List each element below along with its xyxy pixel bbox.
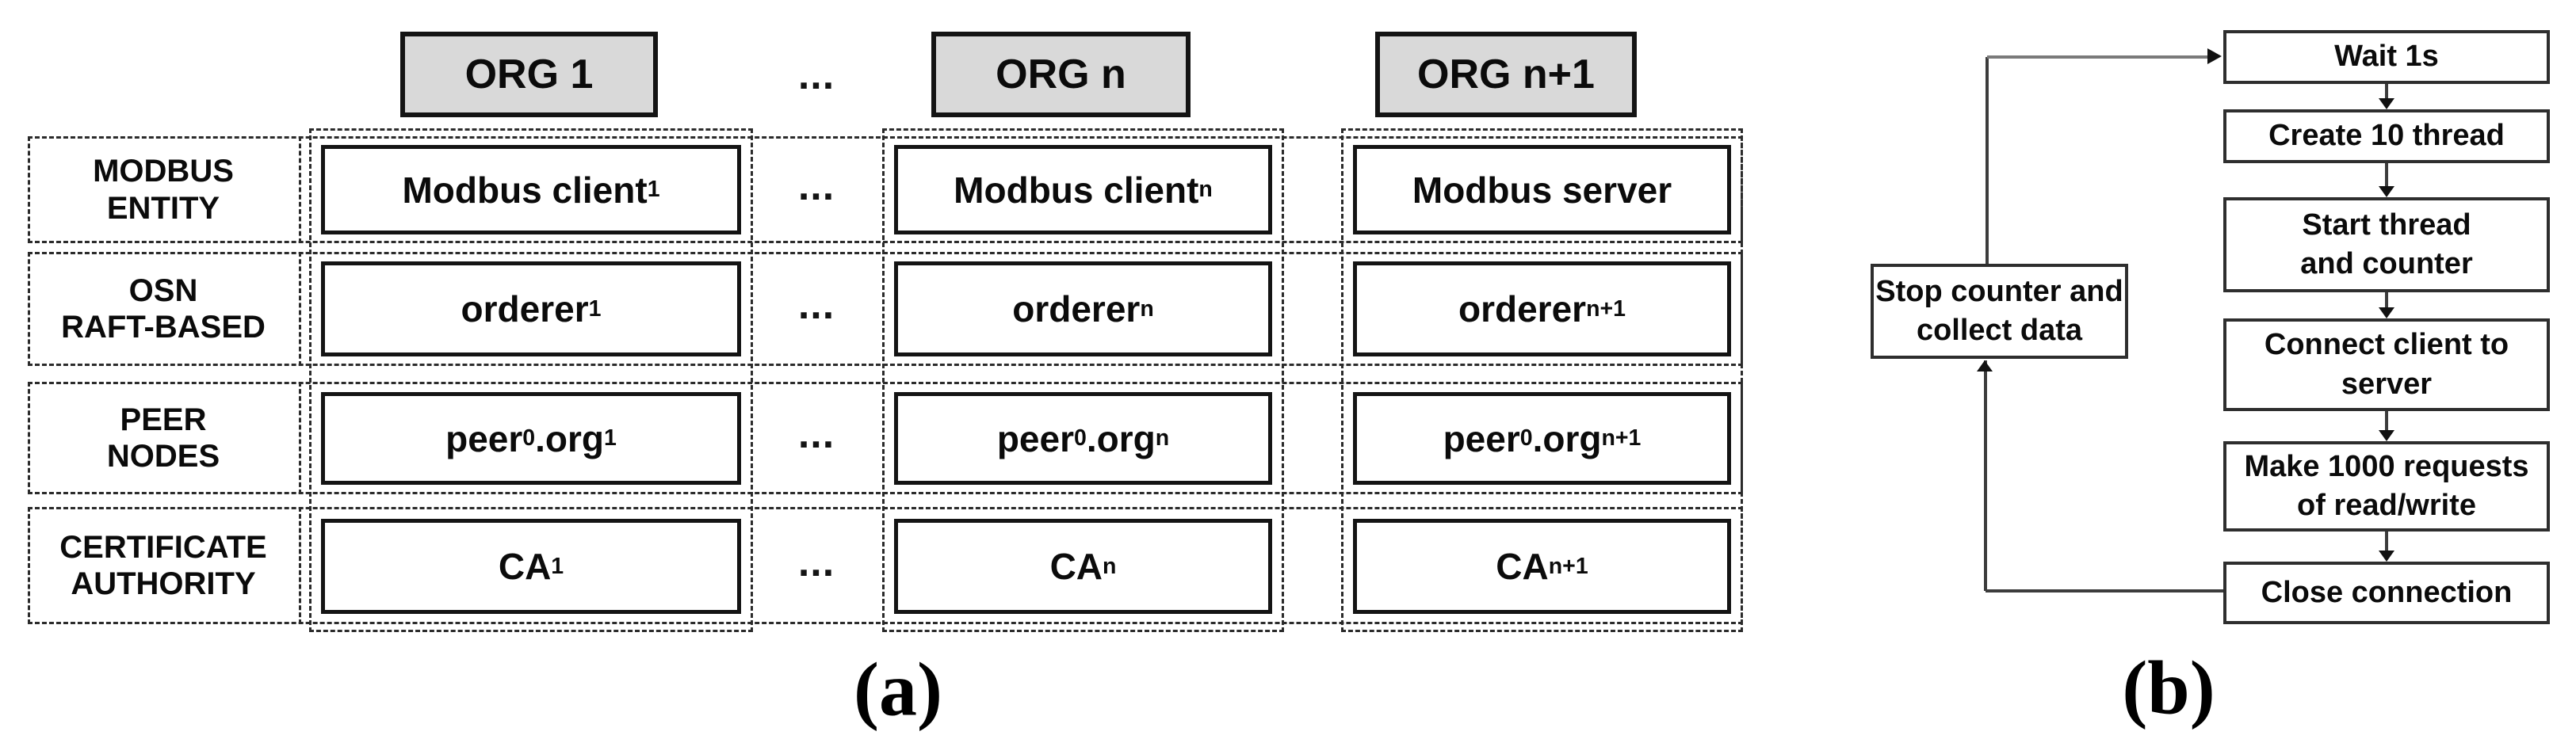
label-column-separator xyxy=(299,136,301,243)
subscript: 0 xyxy=(1074,425,1087,451)
cell-modbus-server: Modbus server xyxy=(1353,145,1731,234)
ellipsis-dots: ... xyxy=(797,411,835,458)
subscript: n+1 xyxy=(1586,295,1626,322)
subscript: n xyxy=(1198,177,1213,202)
cell-text: orderer xyxy=(1458,288,1587,330)
row-label-certificate-authority: CERTIFICATE AUTHORITY xyxy=(59,529,267,601)
cell-text: Modbus client xyxy=(402,169,648,211)
cell-text: .org xyxy=(535,417,605,459)
flow-connector-line xyxy=(2385,411,2388,432)
org-header-org-n: ORG n xyxy=(931,32,1191,117)
subscript: n+1 xyxy=(1548,553,1588,579)
row-label-peer-nodes: PEER NODES xyxy=(106,402,220,474)
flow-step-create-10-thread: Create 10 thread xyxy=(2223,109,2550,163)
arrow-down-icon xyxy=(2379,307,2394,318)
arrow-down-icon xyxy=(2379,430,2394,441)
dashed-column-org-3 xyxy=(1341,128,1743,632)
cell-text: CA xyxy=(1496,546,1549,587)
flow-connector-line xyxy=(2385,84,2388,100)
ellipsis-dots: ... xyxy=(797,52,835,99)
cell-text: peer xyxy=(445,417,523,459)
flow-connector-line xyxy=(2385,292,2388,309)
arrow-down-icon xyxy=(2379,98,2394,109)
flow-step-start-thread-and-counter: Start thread and counter xyxy=(2223,197,2550,292)
loop-left-upper-line xyxy=(1986,57,1989,264)
panel-a-caption: (a) xyxy=(854,646,942,732)
flow-connector-line xyxy=(2385,532,2388,552)
row-label-modbus-entity: MODBUS ENTITY xyxy=(93,154,234,226)
cell-text: peer xyxy=(996,417,1074,459)
dashed-column-org-1 xyxy=(309,128,753,632)
subscript: 0 xyxy=(1519,425,1533,451)
subscript: n xyxy=(1155,425,1170,451)
ellipsis-dots: ... xyxy=(797,163,835,210)
arrow-down-icon xyxy=(2379,551,2394,562)
ellipsis-dots: ... xyxy=(797,539,835,586)
org-header-org-1: ORG 1 xyxy=(400,32,658,117)
loop-top-line xyxy=(1987,55,2209,59)
cell-text: CA xyxy=(498,546,552,587)
arrow-right-icon xyxy=(2207,48,2222,64)
loop-left-lower-line xyxy=(1984,360,1987,591)
label-column-separator xyxy=(299,382,301,494)
subscript: n xyxy=(1103,553,1117,579)
panel-b-caption: (b) xyxy=(2122,645,2215,730)
cell-text: CA xyxy=(1049,546,1103,587)
subscript: 1 xyxy=(588,295,602,322)
subscript: 1 xyxy=(551,553,564,579)
cell-text: peer xyxy=(1443,417,1520,459)
label-column-separator xyxy=(299,507,301,624)
label-column-separator xyxy=(299,252,301,366)
flow-step-close-connection: Close connection xyxy=(2223,562,2550,624)
flow-loop-box: Stop counter and collect data xyxy=(1871,264,2128,359)
flow-connector-line xyxy=(2385,163,2388,188)
cell-text: Modbus server xyxy=(1412,169,1672,211)
flow-step-wait-1s: Wait 1s xyxy=(2223,30,2550,84)
subscript: 1 xyxy=(604,425,617,451)
cell-text: Modbus client xyxy=(954,169,1199,211)
row-label-osn-raft-based: OSN RAFT-BASED xyxy=(61,272,266,345)
loop-bottom-line xyxy=(1986,589,2223,592)
ellipsis-dots: ... xyxy=(797,282,835,329)
arrow-up-icon xyxy=(1977,360,1993,372)
subscript: n xyxy=(1140,295,1154,322)
subscript: n+1 xyxy=(1601,425,1642,451)
dashed-column-org-2 xyxy=(882,128,1284,632)
cell-text: orderer xyxy=(461,288,589,330)
flow-step-connect-client-to-server: Connect client to server xyxy=(2223,318,2550,411)
cell-text: .org xyxy=(1532,417,1602,459)
flow-step-make-1000-requests-of-read-write: Make 1000 requests of read/write xyxy=(2223,441,2550,532)
subscript: 1 xyxy=(647,177,660,202)
org-header-org-n-1: ORG n+1 xyxy=(1375,32,1637,117)
subscript: 0 xyxy=(522,425,536,451)
cell-text: .org xyxy=(1086,417,1156,459)
cell-text: orderer xyxy=(1012,288,1141,330)
arrow-down-icon xyxy=(2379,186,2394,197)
